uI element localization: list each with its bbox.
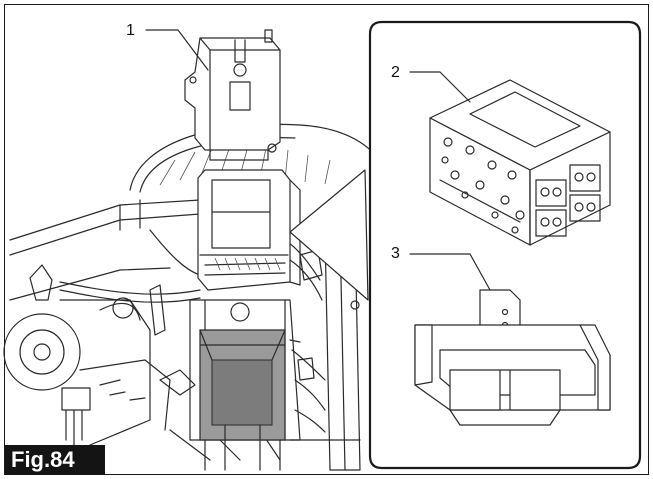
- installed-module: [197, 169, 301, 291]
- figure-frame: [4, 4, 649, 475]
- callout-3: 3: [391, 245, 400, 262]
- figure-label: Fig.84: [5, 445, 105, 475]
- part-2-module: [429, 79, 611, 246]
- engine-bay-drawing: [3, 123, 386, 471]
- callout-2: 2: [391, 64, 400, 81]
- part-1-bracket: [184, 29, 281, 161]
- leader-lines: [145, 29, 491, 291]
- part-3-tray: [414, 289, 611, 426]
- installed-tray-highlight: [199, 329, 286, 471]
- callout-1: 1: [126, 22, 135, 39]
- zoom-pointer: [289, 169, 369, 301]
